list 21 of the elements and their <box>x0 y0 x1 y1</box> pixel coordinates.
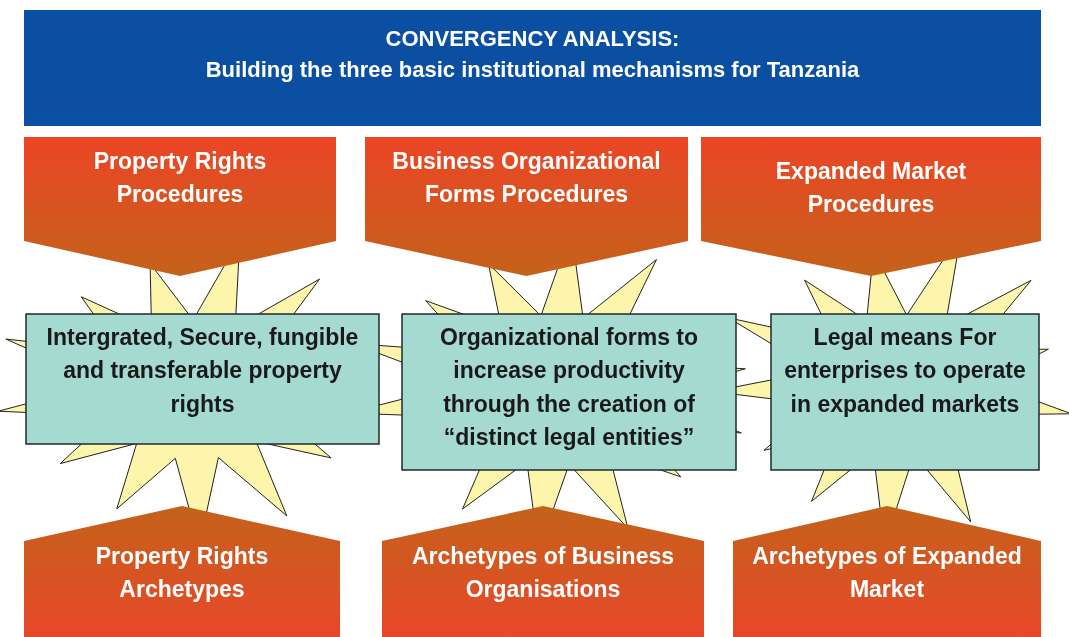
text-box <box>770 313 1040 471</box>
text-box <box>401 313 737 471</box>
text-box <box>25 313 380 445</box>
pentagon-banner <box>733 506 1041 637</box>
title-text: CONVERGENCY ANALYSIS: <box>384 25 681 53</box>
title-banner <box>24 10 1041 126</box>
label-text: Property Rights Archetypes <box>94 542 270 605</box>
pentagon-banner <box>382 506 704 637</box>
label-text: Archetypes of Business Organisations <box>411 542 675 605</box>
subtitle-text: Building the three basic institutional mechanisms for Tanzania <box>204 55 861 84</box>
pentagon-banner <box>701 137 1041 276</box>
label-text: Business Organizational Forms Procedures <box>391 147 662 210</box>
pentagon-banner <box>24 137 336 276</box>
label-text: Archetypes of Expanded Market <box>751 542 1023 605</box>
label-text: Expanded Market Procedures <box>774 157 968 220</box>
label-text: Property Rights Procedures <box>92 147 268 210</box>
pentagon-banner <box>365 137 688 276</box>
pentagon-banner <box>24 506 340 637</box>
label-text: Organizational forms to increase productivity through the creation of “distinct legal entities” <box>438 323 700 453</box>
label-text: Legal means For enterprises to operate in expanded markets <box>783 323 1027 419</box>
label-text: Intergrated, Secure, fungible and transferable property rights <box>45 323 360 419</box>
